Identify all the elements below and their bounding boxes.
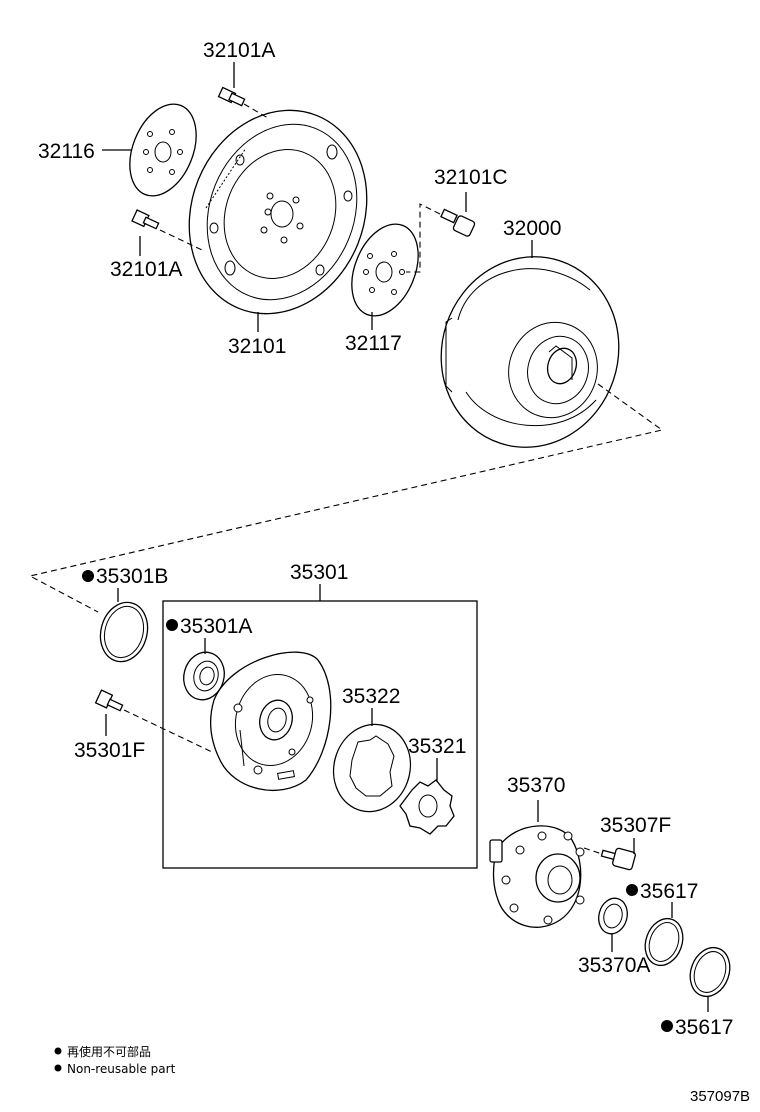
leader-lines	[102, 62, 709, 1012]
non-reusable-markers	[54, 570, 673, 1072]
callout-35321: 35321	[408, 735, 466, 758]
callout-35301B: 35301B	[96, 565, 168, 588]
callout-32101: 32101	[228, 335, 286, 358]
bolt-32101C	[440, 208, 476, 237]
callout-35322: 35322	[342, 685, 400, 708]
plate-32117	[351, 223, 419, 317]
bolt-35301F	[94, 689, 124, 712]
callout-35617-a: 35617	[640, 880, 698, 903]
oil-seal-35301A	[183, 651, 225, 701]
o-ring-35301B	[99, 601, 149, 663]
callout-35301F: 35301F	[74, 739, 145, 762]
callout-32101A-left: 32101A	[110, 258, 182, 281]
callout-32117: 32117	[345, 332, 402, 355]
plate-32116	[129, 103, 197, 197]
outer-gear-35322	[332, 723, 412, 813]
callout-35370A: 35370A	[578, 954, 650, 977]
callout-35617-b: 35617	[675, 1016, 733, 1039]
legend-jp: 再使用不可部品	[67, 1044, 151, 1059]
callout-32000: 32000	[503, 217, 561, 240]
callout-35307F: 35307F	[600, 814, 671, 837]
torque-converter-32000	[440, 256, 620, 448]
ring-35370A	[598, 897, 628, 935]
bolt-32101A-left	[131, 209, 160, 230]
legend-en: Non-reusable part	[67, 1062, 176, 1076]
callout-35370: 35370	[507, 774, 565, 797]
drive-plate-32101	[188, 109, 368, 315]
callout-32101C: 32101C	[434, 166, 508, 189]
seal-ring-35617-b	[689, 946, 731, 998]
stator-support-35370	[489, 825, 585, 928]
inner-gear-35321	[399, 779, 455, 835]
pump-body-35301	[209, 651, 332, 792]
callout-35301: 35301	[290, 561, 348, 584]
bolt-32101A-top	[217, 86, 246, 107]
callout-32101A-top: 32101A	[203, 39, 275, 62]
seal-ring-35617-a	[644, 917, 684, 967]
bolt-35307F	[600, 847, 636, 871]
figure-id: 357097B	[690, 1088, 750, 1105]
callout-35301A: 35301A	[180, 615, 252, 638]
callout-32116: 32116	[38, 140, 95, 163]
